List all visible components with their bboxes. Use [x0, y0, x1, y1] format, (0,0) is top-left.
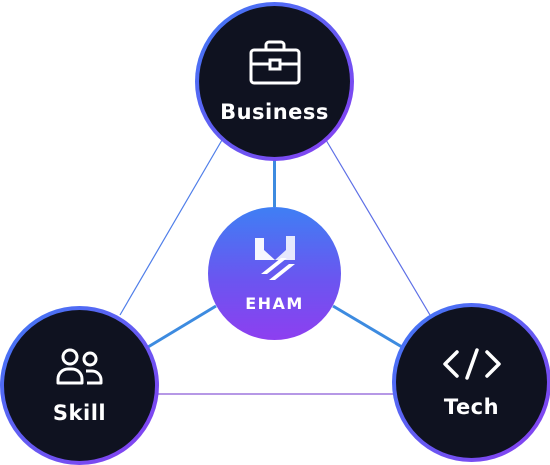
edge-business-tech — [325, 139, 431, 316]
center-hub: EHAM — [208, 207, 341, 340]
node-tech-label: Tech — [443, 394, 500, 419]
center-hub-label: EHAM — [245, 294, 304, 313]
edge-business-skill — [119, 139, 223, 316]
users-icon — [54, 347, 106, 391]
connector-tech — [332, 304, 403, 349]
eham-logo — [251, 234, 299, 286]
node-business: Business — [195, 2, 354, 161]
briefcase-icon — [248, 40, 302, 90]
code-icon — [441, 347, 503, 385]
node-tech: Tech — [392, 303, 550, 462]
node-skill-label: Skill — [52, 400, 107, 425]
connector-skill — [147, 304, 217, 349]
node-business-label: Business — [220, 99, 329, 124]
node-skill: Skill — [0, 306, 159, 465]
